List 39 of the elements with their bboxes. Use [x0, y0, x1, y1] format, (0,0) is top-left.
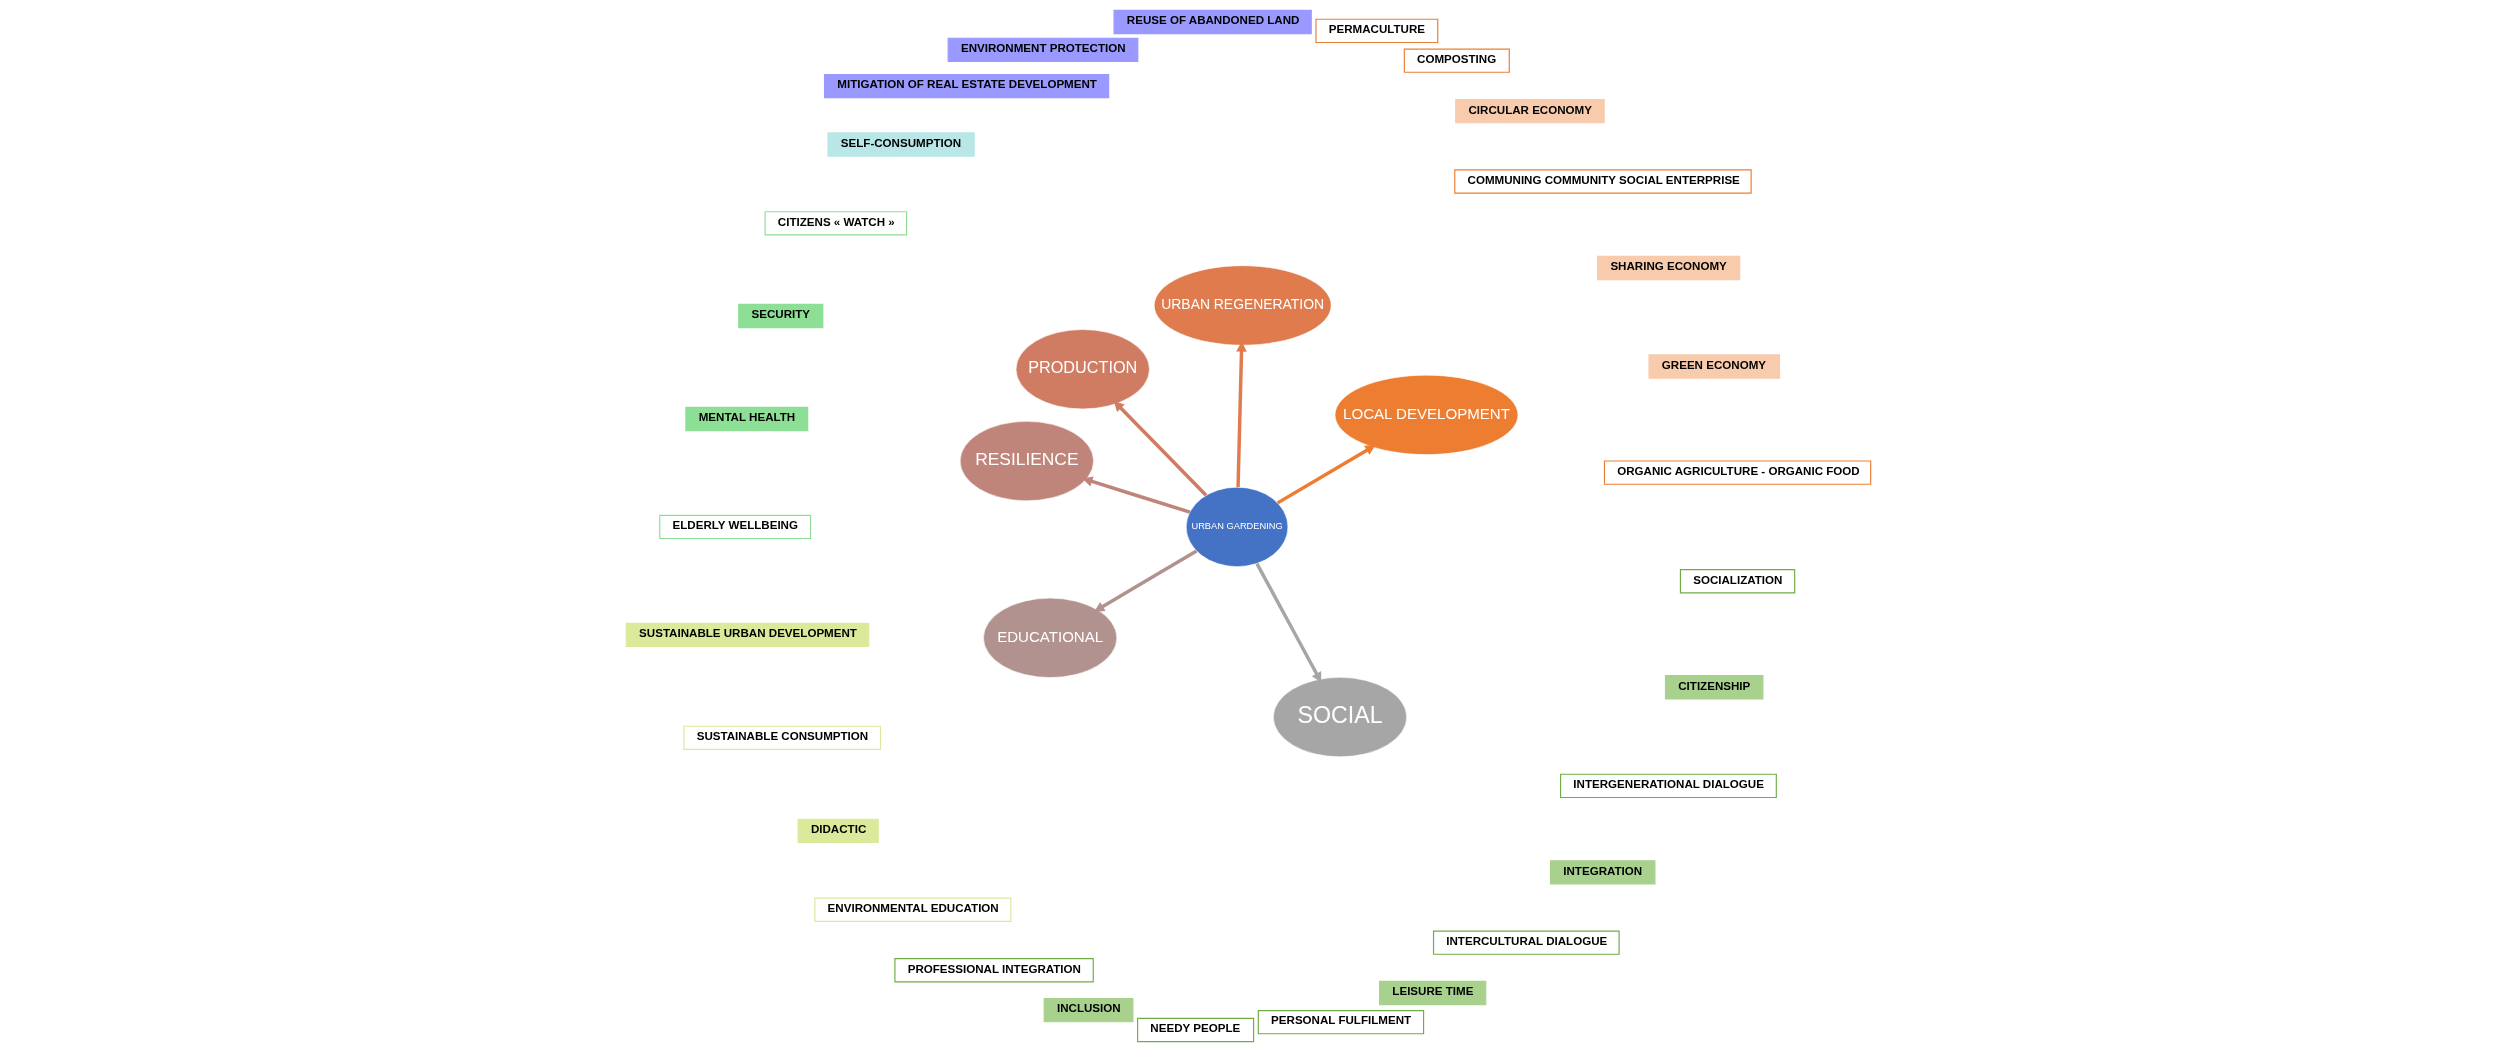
node-box: SHARING ECONOMY	[1596, 255, 1740, 281]
node-box: PERSONAL FULFILMENT	[1257, 1009, 1424, 1035]
node-ellipse: URBAN REGENERATION	[1153, 265, 1331, 346]
node-box: CITIZENSHIP	[1664, 675, 1763, 700]
node-box: INTEGRATION	[1549, 860, 1655, 885]
node-box: SUSTAINABLE URBAN DEVELOPMENT	[625, 622, 869, 648]
node-box: SECURITY	[737, 303, 823, 329]
node-box: ORGANIC AGRICULTURE - ORGANIC FOOD	[1603, 460, 1871, 485]
node-box: ENVIRONMENT PROTECTION	[947, 37, 1138, 62]
arrow	[1093, 549, 1197, 612]
node-ellipse: SOCIAL	[1272, 677, 1407, 758]
node-box: INTERGENERATIONAL DIALOGUE	[1559, 773, 1777, 799]
node-box: DIDACTIC	[797, 818, 879, 844]
node-box: ENVIRONMENTAL EDUCATION	[813, 897, 1011, 922]
node-box: INTERCULTURAL DIALOGUE	[1432, 930, 1620, 955]
node-box: SOCIALIZATION	[1679, 569, 1795, 594]
arrow	[1276, 445, 1375, 505]
node-box: COMPOSTING	[1403, 48, 1510, 73]
node-ellipse: URBAN GARDENING	[1185, 486, 1288, 567]
node-box: MITIGATION OF REAL ESTATE DEVELOPMENT	[823, 73, 1109, 99]
arrow	[1235, 341, 1247, 488]
node-box: NEEDY PEOPLE	[1136, 1017, 1254, 1043]
node-box: SUSTAINABLE CONSUMPTION	[682, 725, 881, 750]
node-box: PROFESSIONAL INTEGRATION	[893, 958, 1094, 983]
node-box: ELDERLY WELLBEING	[658, 514, 811, 540]
node-box: SELF-CONSUMPTION	[826, 132, 975, 157]
node-box: CITIZENS « WATCH »	[764, 211, 907, 236]
arrow	[1254, 562, 1321, 683]
node-box: CIRCULAR ECONOMY	[1454, 99, 1605, 124]
node-box: MENTAL HEALTH	[684, 406, 808, 432]
arrow	[1081, 476, 1190, 514]
arrow	[1113, 400, 1207, 497]
node-box: LEISURE TIME	[1378, 980, 1486, 1006]
node-box: GREEN ECONOMY	[1647, 354, 1780, 379]
node-box: REUSE OF ABANDONED LAND	[1113, 9, 1312, 35]
node-ellipse: EDUCATIONAL	[982, 597, 1117, 678]
node-box: INCLUSION	[1043, 997, 1133, 1023]
node-box: COMMUNING COMMUNITY SOCIAL ENTERPRISE	[1453, 169, 1752, 194]
node-box: PERMACULTURE	[1314, 18, 1438, 44]
